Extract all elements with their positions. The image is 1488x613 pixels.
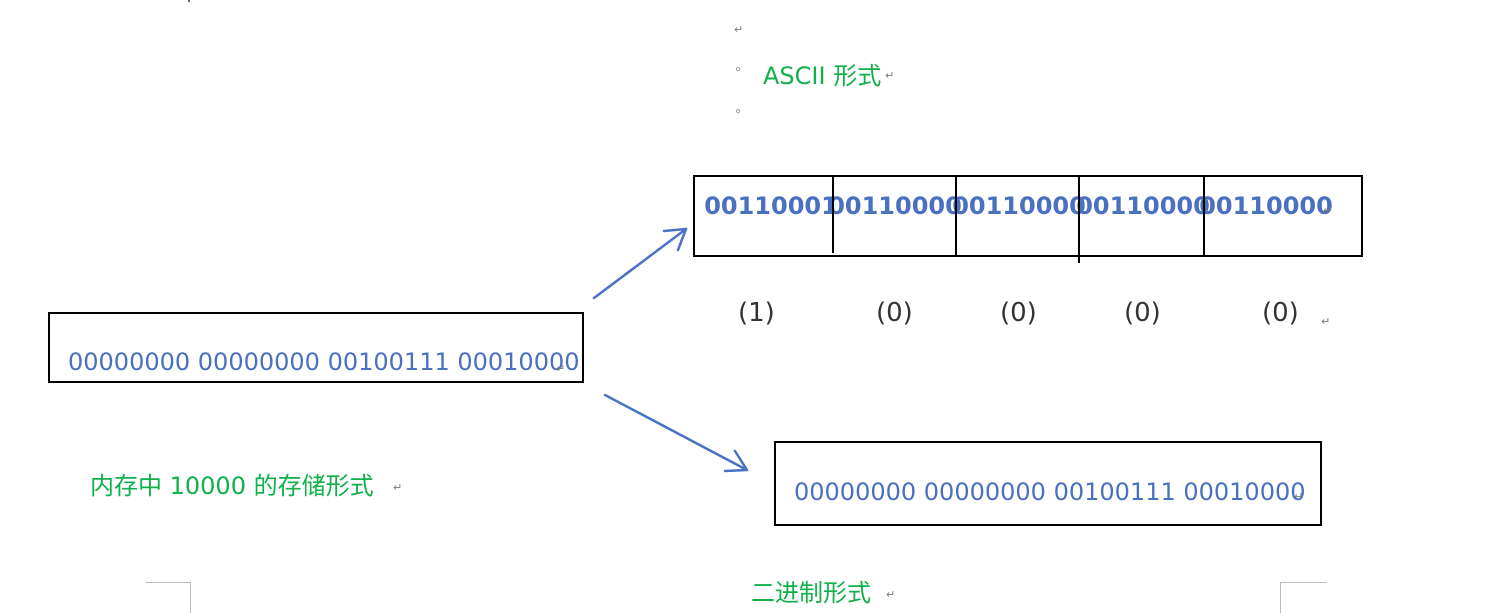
page-corner-mark — [1280, 582, 1327, 613]
paragraph-mark: ↵ — [886, 588, 896, 601]
arrow-up-right-icon — [592, 227, 688, 300]
ascii-byte: 00110000 — [1199, 192, 1333, 220]
paragraph-mark: ↵ — [1323, 204, 1333, 217]
ascii-digit-label: (0) — [876, 298, 913, 328]
paragraph-mark: ↵ — [393, 481, 403, 494]
binary-form-text: 00000000 00000000 00100111 00010000 — [794, 478, 1306, 506]
paragraph-mark: ↵ — [1321, 315, 1331, 328]
ascii-divider — [832, 177, 834, 253]
ascii-digit-label: (0) — [1124, 298, 1161, 328]
paragraph-mark: ↵ — [734, 23, 744, 36]
memory-box: 00000000 00000000 00100111 00010000 ↵ — [48, 312, 584, 383]
ascii-byte: 00110000 — [1076, 192, 1210, 220]
ascii-divider — [955, 177, 957, 255]
paragraph-mark: ⸰ — [735, 105, 742, 118]
paragraph-mark: ↵ — [556, 362, 566, 375]
ascii-byte: 00110000 — [952, 192, 1086, 220]
arrow-down-right-icon — [603, 393, 749, 473]
ascii-byte: 00110001 — [704, 192, 838, 220]
ascii-digit-label: (0) — [1000, 298, 1037, 328]
ascii-divider — [1078, 177, 1080, 263]
paragraph-mark: ⸰ — [735, 63, 742, 76]
memory-caption: 内存中 10000 的存储形式 — [90, 472, 374, 500]
top-left-mark — [188, 0, 190, 2]
paragraph-mark: ↵ — [885, 69, 895, 82]
ascii-caption: ASCII 形式 — [763, 62, 882, 90]
ascii-bytes-box: 00110001 00110000 00110000 00110000 0011… — [693, 175, 1363, 263]
ascii-digit-label: (0) — [1262, 298, 1299, 328]
ascii-divider — [1203, 177, 1205, 255]
page-corner-mark — [146, 582, 191, 613]
binary-form-box: 00000000 00000000 00100111 00010000 ↵ — [774, 441, 1322, 526]
binary-form-caption: 二进制形式 — [751, 579, 871, 607]
ascii-byte: 00110000 — [828, 192, 962, 220]
paragraph-mark: ↵ — [1294, 490, 1304, 503]
memory-binary-text: 00000000 00000000 00100111 00010000 — [68, 348, 580, 376]
ascii-digit-label: (1) — [738, 298, 775, 328]
